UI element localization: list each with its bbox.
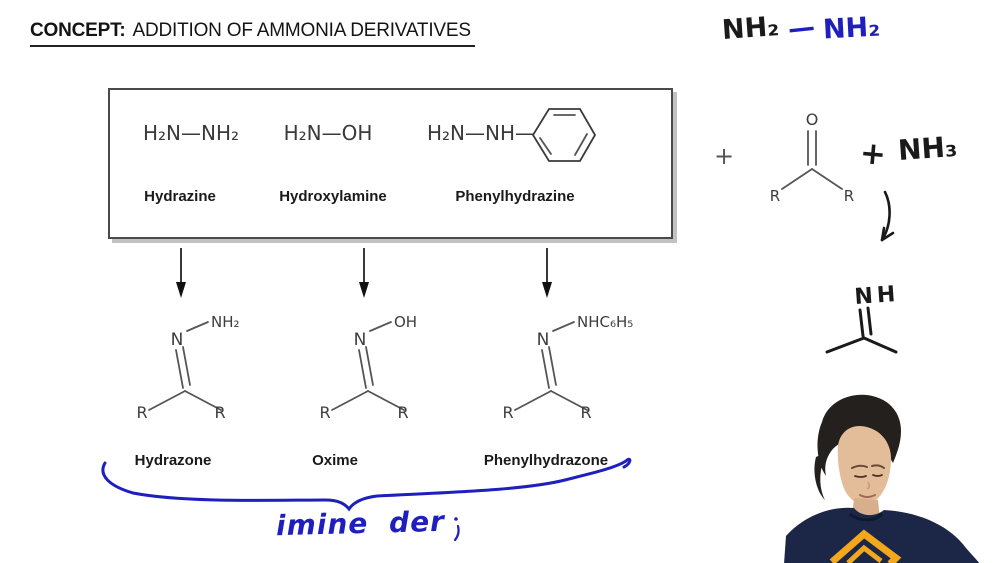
r-group: R (397, 403, 408, 422)
oxime-structure: N OH R R (319, 313, 417, 422)
hydroxylamine-label: Hydroxylamine (279, 188, 387, 205)
phenylhydrazone-structure: N NHC₆H₅ R R (502, 313, 633, 422)
instructor-webcam (784, 394, 980, 563)
r-group: R (580, 403, 591, 422)
ammonia-derivatives-box (108, 88, 673, 239)
handwritten-hydrazine: NH₂ — NH₂ (720, 11, 881, 46)
substituent-group: NH₂ (211, 313, 240, 331)
shirt-logo (829, 529, 902, 563)
r-group: R (844, 187, 854, 205)
down-arrow-icon (542, 248, 552, 298)
instructor-hair-side (814, 452, 827, 500)
title-prefix: CONCEPT: (30, 20, 126, 41)
nitrogen-atom: N (354, 330, 367, 350)
imine-nh-label: NH (854, 282, 900, 310)
shirt-collar (849, 512, 884, 522)
handwritten-brace (101, 457, 632, 512)
plus-sign-handwritten: + (858, 134, 888, 174)
imine-structure-handwritten: NH (825, 282, 900, 354)
r-group: R (214, 403, 225, 422)
page-title: CONCEPT: ADDITION OF AMMONIA DERIVATIVES (30, 20, 475, 47)
hydroxylamine-formula: H₂N—OH (283, 121, 373, 145)
substituent-group: NHC₆H₅ (577, 313, 633, 331)
benzene-ring (531, 108, 597, 162)
nitrogen-atom: N (171, 330, 184, 350)
shirt-logo-inner (846, 544, 883, 563)
phenylhydrazine-label: Phenylhydrazine (455, 188, 575, 205)
instructor-eyes (854, 474, 883, 478)
brace-annotation: imine der (275, 504, 446, 543)
hydrazine-formula: H₂N—NH₂ (142, 121, 240, 145)
down-arrow-icon (359, 248, 369, 298)
r-group: R (502, 403, 513, 422)
ammonia-formula: NH₃ (896, 129, 959, 168)
plus-sign-printed: + (714, 142, 735, 170)
hydrazine-bond-blue: — (786, 11, 817, 46)
hydrazone-structure: N NH₂ R R (136, 313, 240, 422)
r-group: R (319, 403, 330, 422)
substituent-group: OH (394, 313, 417, 331)
instructor-nose (866, 481, 871, 490)
instructor-shirt (784, 507, 980, 563)
r-group: R (136, 403, 147, 422)
ketone-structure: O R R (770, 110, 854, 205)
r-group: R (770, 187, 780, 205)
nitrogen-atom: N (537, 330, 550, 350)
hydrazine-label: Hydrazine (144, 188, 216, 205)
phenylhydrazine-formula: H₂N—NH— (427, 121, 536, 145)
hydrazine-nh2-blue: NH₂ (822, 11, 881, 46)
hydrazone-label: Hydrazone (134, 452, 212, 469)
phenylhydrazone-label: Phenylhydrazone (483, 452, 609, 469)
oxime-label: Oxime (312, 452, 358, 469)
handwritten-down-arrow-icon (880, 190, 895, 242)
down-arrow-icon (176, 248, 186, 298)
hydrazine-nh2-black: NH₂ (720, 11, 781, 46)
instructor-brows (851, 464, 885, 469)
oxygen-atom: O (806, 110, 819, 129)
pen-tick-mark (453, 517, 460, 542)
instructor-mouth (859, 494, 876, 498)
title-text: ADDITION OF AMMONIA DERIVATIVES (132, 20, 472, 41)
